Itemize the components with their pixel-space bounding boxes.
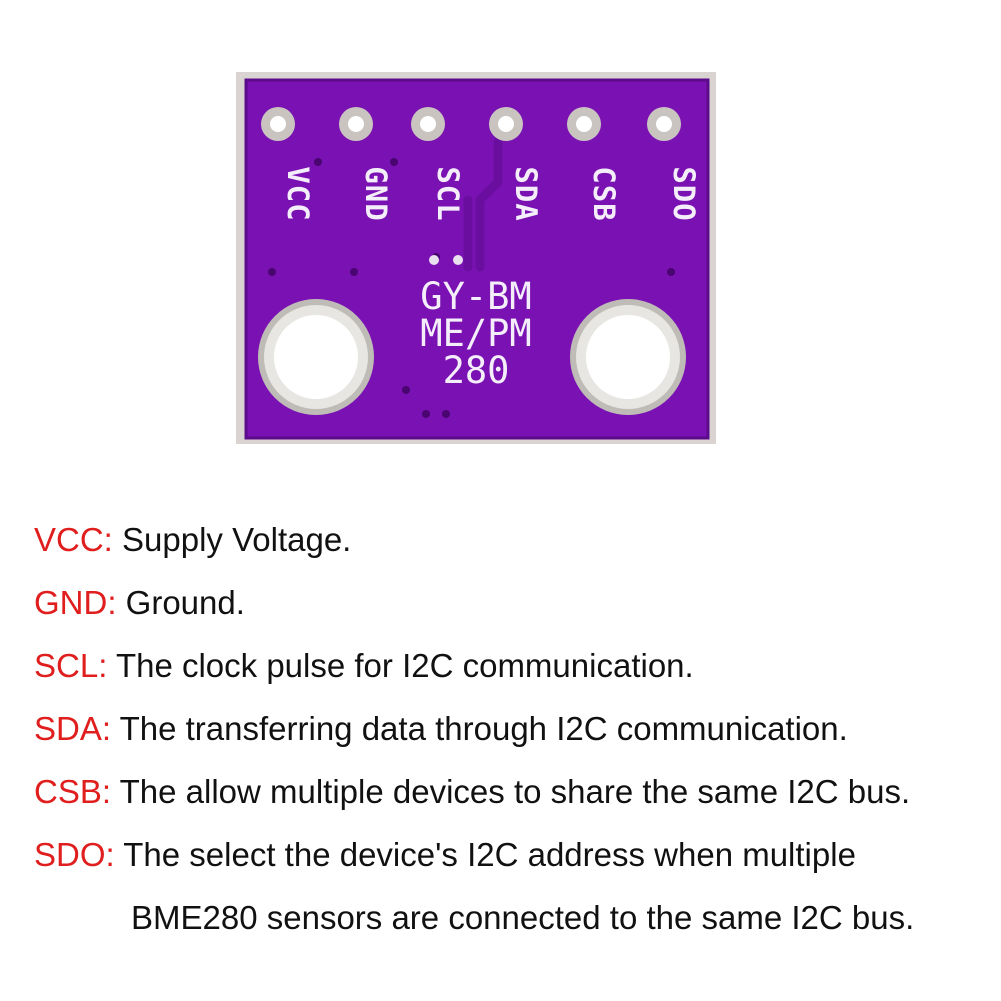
pin-desc-scl: SCL: The clock pulse for I2C communicati…: [34, 646, 694, 686]
pin-label-csb: CSB: [587, 166, 621, 221]
pin-label-sda: SDA: [509, 166, 543, 221]
pin-label-vcc: VCC: [281, 166, 315, 221]
silkscreen-line-1: GY-BM: [420, 275, 531, 318]
pin-desc-gnd: GND: Ground.: [34, 583, 245, 623]
pin-key: SDA:: [34, 710, 112, 747]
pin-desc-sdo-continuation: BME280 sensors are connected to the same…: [131, 898, 914, 938]
pin-text: Supply Voltage.: [112, 521, 352, 558]
trace-vias: [429, 255, 463, 265]
pin-text: Ground.: [116, 584, 245, 621]
pin-text: The allow multiple devices to share the …: [111, 773, 911, 810]
pin-pad-scl: [411, 107, 445, 141]
pin-key: SCL:: [34, 647, 108, 684]
pin-pad-gnd: [339, 107, 373, 141]
pin-key: CSB:: [34, 773, 112, 810]
pin-pad-sda: [489, 107, 523, 141]
pin-desc-sdo: SDO: The select the device's I2C address…: [34, 835, 856, 875]
mounting-hole-left: [258, 299, 374, 415]
pcb-trace: [463, 137, 503, 272]
pin-pad-csb: [567, 107, 601, 141]
pin-key: GND:: [34, 584, 117, 621]
pin-label-gnd: GND: [359, 166, 393, 221]
sensor-board-photo: VCC GND SCL SDA CSB SDO GY-BM ME/PM 280: [236, 72, 716, 444]
pin-key: SDO:: [34, 836, 115, 873]
pin-desc-csb: CSB: The allow multiple devices to share…: [34, 772, 910, 812]
pin-pad-vcc: [261, 107, 295, 141]
pin-text: The transferring data through I2C commun…: [111, 710, 848, 747]
pin-text-continuation: BME280 sensors are connected to the same…: [131, 899, 915, 936]
pin-label-scl: SCL: [431, 166, 465, 221]
silkscreen-line-3: 280: [443, 349, 510, 392]
pin-desc-sda: SDA: The transferring data through I2C c…: [34, 709, 848, 749]
pin-key: VCC:: [34, 521, 113, 558]
pin-text: The clock pulse for I2C communication.: [107, 647, 694, 684]
pin-desc-vcc: VCC: Supply Voltage.: [34, 520, 351, 560]
pin-text: The select the device's I2C address when…: [114, 836, 856, 873]
pin-pad-sdo: [647, 107, 681, 141]
silkscreen-line-2: ME/PM: [420, 312, 531, 355]
pin-label-sdo: SDO: [667, 166, 701, 221]
mounting-hole-right: [570, 299, 686, 415]
